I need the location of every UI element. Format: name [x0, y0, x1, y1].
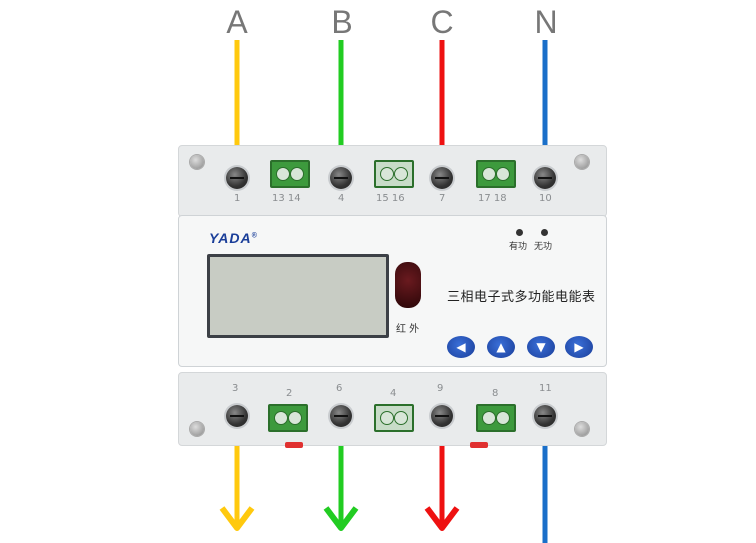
terminal-label: 15 16 [376, 193, 405, 204]
terminal-label: 17 18 [478, 193, 507, 204]
mounting-screw-bottom-right [575, 422, 589, 436]
terminal-label: 1 [234, 193, 241, 204]
phase-label-a: A [226, 4, 248, 40]
terminal-label: 7 [439, 193, 446, 204]
phase-label-n: N [534, 4, 558, 40]
lcd-display [207, 254, 389, 338]
terminal-screw-7 [431, 167, 453, 189]
terminal-2 [268, 404, 308, 432]
registered-mark: ® [251, 232, 258, 240]
left-icon: ◀ [456, 340, 466, 354]
terminal-15-16 [374, 160, 414, 188]
infrared-label: 红 外 [396, 324, 420, 335]
terminal-13-14 [270, 160, 310, 188]
product-name: 三相电子式多功能电能表 [447, 290, 596, 305]
terminal-label: 10 [539, 193, 552, 204]
right-icon: ▶ [574, 340, 584, 354]
active-power-label: 有功 [509, 242, 528, 252]
phase-label-b: B [331, 4, 353, 40]
mounting-screw-top-left [190, 155, 204, 169]
arrow-c-out [424, 506, 460, 531]
phase-label-c: C [430, 4, 454, 40]
terminal-screw-1 [226, 167, 248, 189]
right-button[interactable]: ▶ [565, 336, 593, 358]
terminal-screw-6 [330, 405, 352, 427]
terminal-label: 13 14 [272, 193, 301, 204]
down-button[interactable]: ▼ [527, 336, 555, 358]
terminal-screw-3 [226, 405, 248, 427]
up-button[interactable]: ▲ [487, 336, 515, 358]
terminal-screw-10 [534, 167, 556, 189]
terminal-label: 9 [437, 383, 444, 394]
reactive-power-label: 无功 [534, 242, 553, 252]
brand-logo: YADA® [209, 230, 258, 246]
terminal-label: 6 [336, 383, 343, 394]
mounting-screw-bottom-left [190, 422, 204, 436]
brand-name: YADA [209, 230, 252, 246]
red-tab [285, 442, 303, 448]
terminal-screw-4 [330, 167, 352, 189]
terminal-label: 8 [492, 388, 499, 399]
terminal-4 [374, 404, 414, 432]
terminal-label: 2 [286, 388, 293, 399]
terminal-8 [476, 404, 516, 432]
red-tab [470, 442, 488, 448]
up-icon: ▲ [496, 340, 506, 354]
arrow-b-out [323, 506, 359, 531]
reactive-power-led-icon [541, 229, 548, 236]
mounting-screw-top-right [575, 155, 589, 169]
left-button[interactable]: ◀ [447, 336, 475, 358]
terminal-label: 11 [539, 383, 552, 394]
active-power-led-icon [516, 229, 523, 236]
terminal-17-18 [476, 160, 516, 188]
terminal-label: 3 [232, 383, 239, 394]
terminal-label: 4 [390, 388, 397, 399]
terminal-screw-9 [431, 405, 453, 427]
infrared-port-icon [395, 262, 421, 308]
terminal-screw-11 [534, 405, 556, 427]
meter-front-panel: YADA® 有功 无功 红 外 三相电子式多功能电能表 ◀ ▲ ▼ ▶ [178, 215, 607, 367]
down-icon: ▼ [536, 340, 546, 354]
terminal-label: 4 [338, 193, 345, 204]
arrow-a-out [219, 506, 255, 531]
